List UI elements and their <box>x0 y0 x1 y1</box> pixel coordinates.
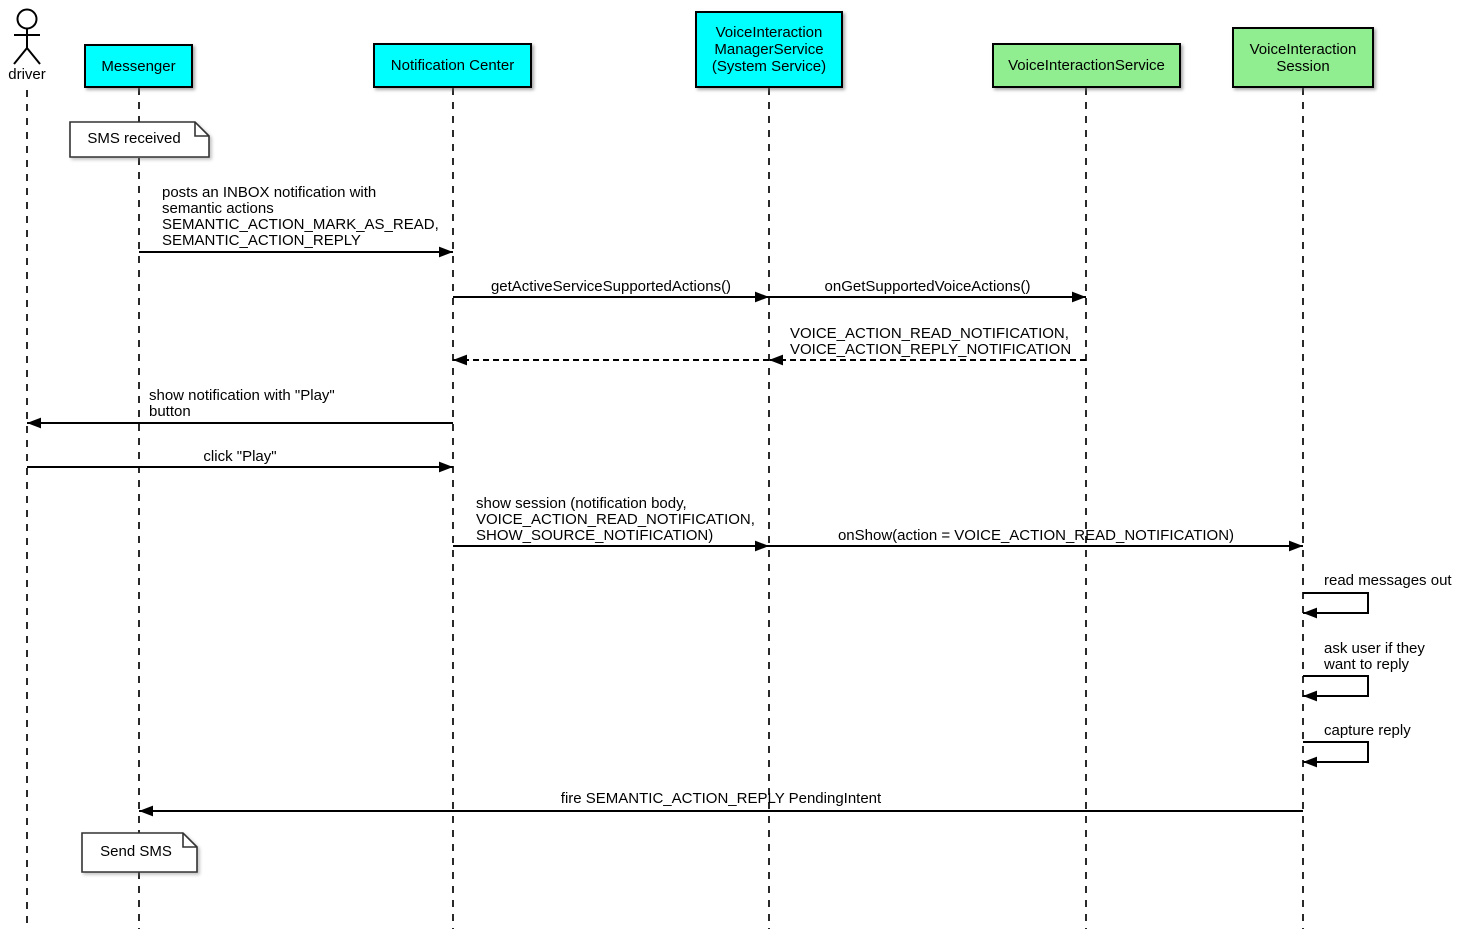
message-label-capture-reply: capture reply <box>1324 722 1411 739</box>
message-label-ask-user-reply: ask user if they want to reply <box>1324 640 1425 673</box>
actor-driver-label: driver <box>8 66 46 83</box>
note-send-sms <box>81 832 198 873</box>
participant-notification-center-label: Notification Center <box>390 57 515 74</box>
participant-voice-interaction-manager-service-label: VoiceInteraction ManagerService (System … <box>711 24 827 75</box>
message-label-on-get-supported-voice-actions: onGetSupportedVoiceActions() <box>824 278 1031 295</box>
arrow-self-ask-user-reply <box>1303 675 1369 702</box>
message-label-on-show: onShow(action = VOICE_ACTION_READ_NOTIFI… <box>837 527 1235 544</box>
arrow-self-read-messages-out <box>1303 592 1369 619</box>
participant-messenger: Messenger <box>84 44 193 88</box>
message-label-click-play: click "Play" <box>203 448 277 465</box>
note-sms-received <box>69 121 210 158</box>
message-label-show-session: show session (notification body, VOICE_A… <box>476 495 755 544</box>
participant-messenger-label: Messenger <box>101 57 176 75</box>
message-label-show-notification-play-button: show notification with "Play" button <box>149 387 335 420</box>
message-label-return-voice-actions: VOICE_ACTION_READ_NOTIFICATION, VOICE_AC… <box>790 325 1072 358</box>
participant-voice-interaction-manager-service: VoiceInteraction ManagerService (System … <box>695 11 843 88</box>
participant-voice-interaction-session: VoiceInteraction Session <box>1232 27 1374 88</box>
message-label-read-messages-out: read messages out <box>1324 572 1452 589</box>
arrow-self-capture-reply <box>1303 741 1369 768</box>
message-label-get-active-service-supported-actions: getActiveServiceSupportedActions() <box>490 278 732 295</box>
participant-voice-interaction-service: VoiceInteractionService <box>992 43 1181 88</box>
actor-driver-icon <box>13 8 41 65</box>
note-sms-received-label: SMS received <box>87 130 181 147</box>
note-send-sms-label: Send SMS <box>100 843 172 860</box>
message-label-posts-inbox-notification: posts an INBOX notification with semanti… <box>162 184 439 249</box>
participant-voice-interaction-service-label: VoiceInteractionService <box>1008 57 1165 74</box>
participant-voice-interaction-session-label: VoiceInteraction Session <box>1249 40 1357 75</box>
participant-notification-center: Notification Center <box>373 43 532 88</box>
message-label-fire-semantic-action-reply: fire SEMANTIC_ACTION_REPLY PendingIntent <box>560 790 882 807</box>
